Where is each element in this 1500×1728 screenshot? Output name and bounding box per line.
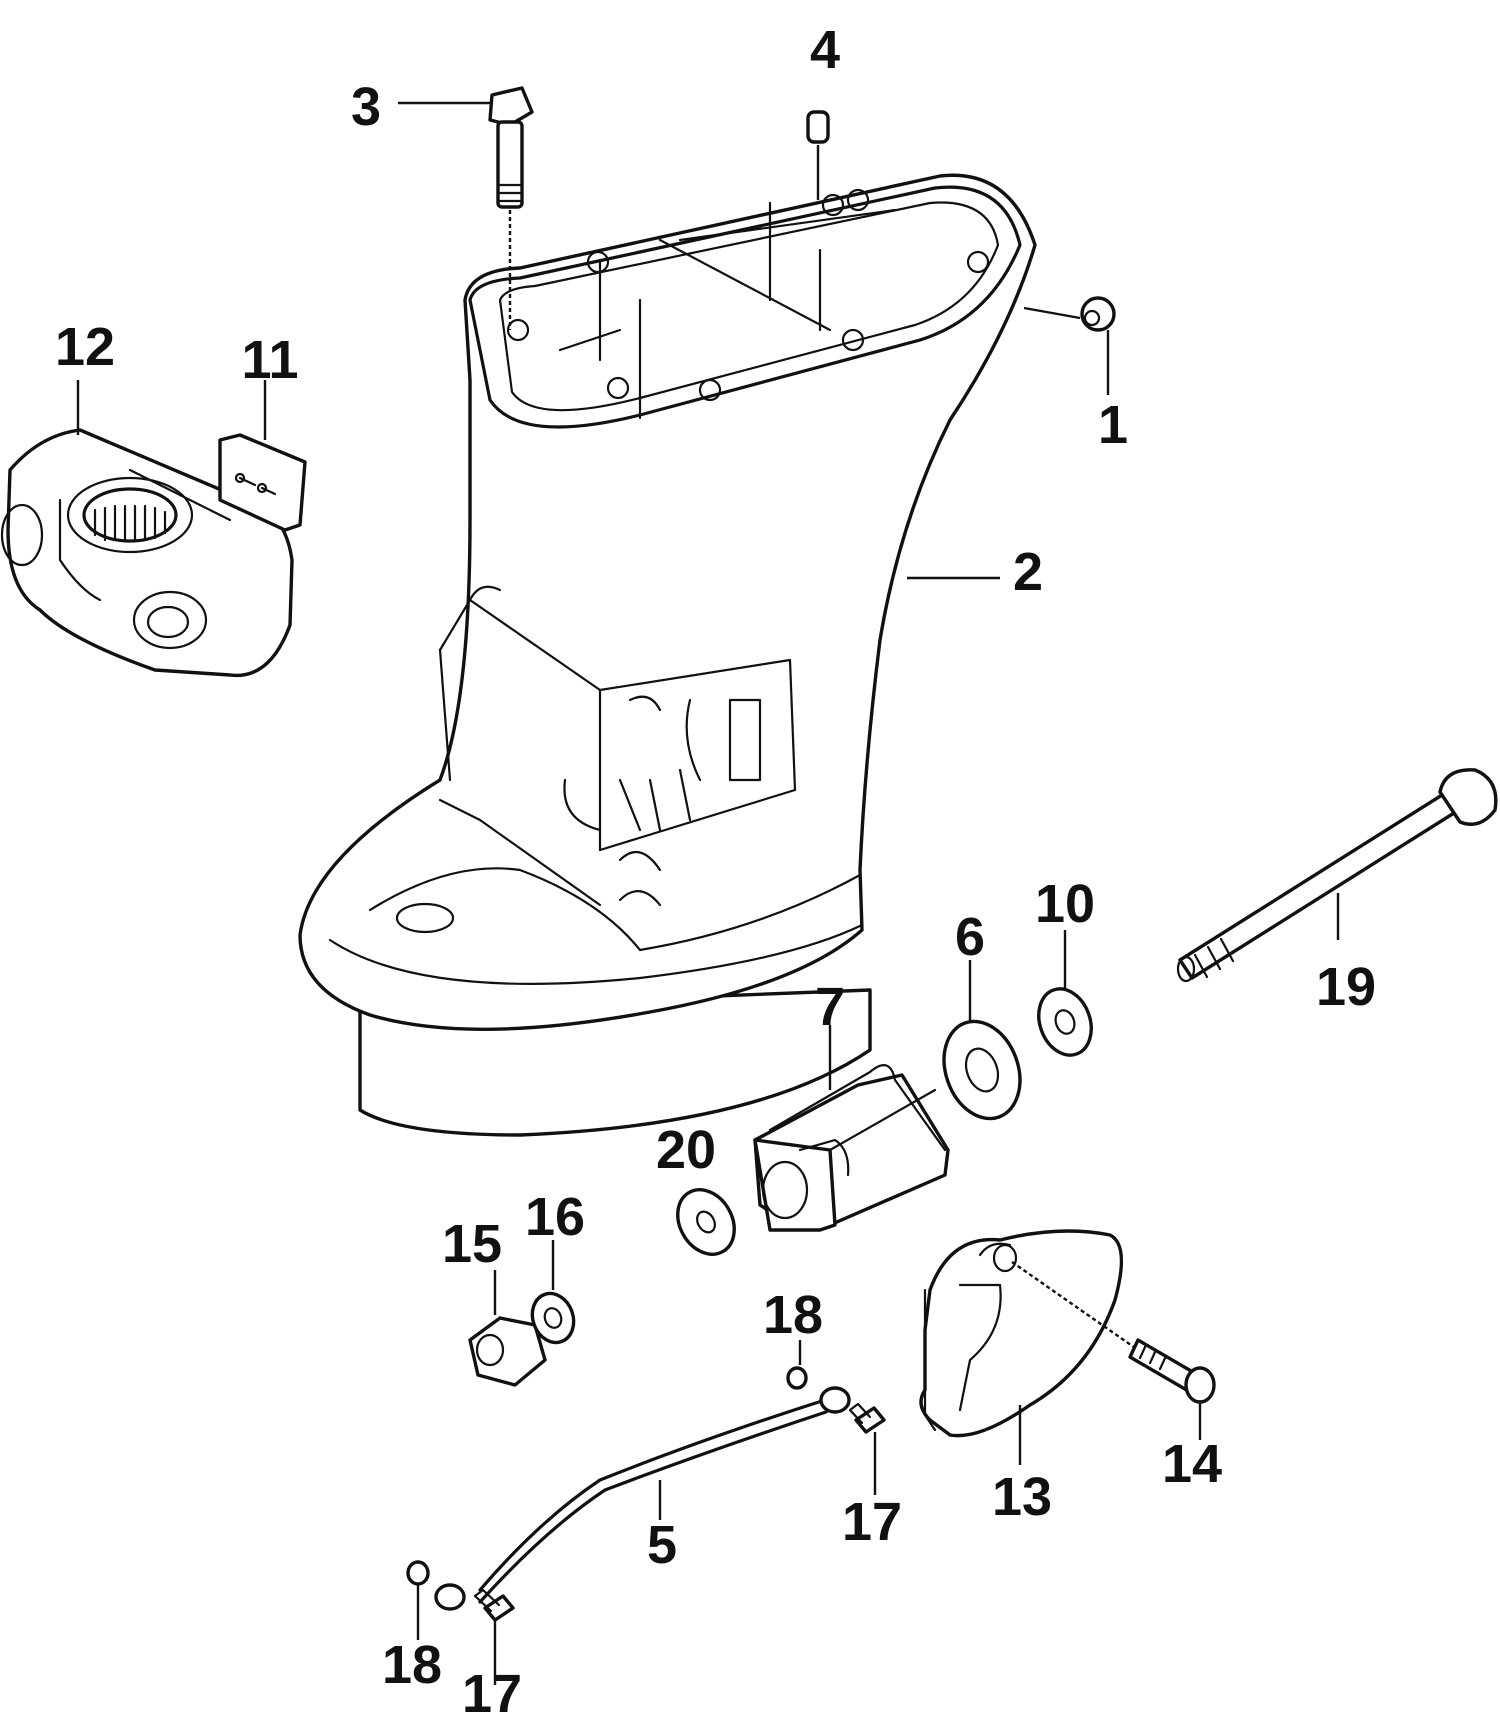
callout-15: 15 bbox=[442, 1214, 502, 1274]
callout-6: 6 bbox=[955, 907, 985, 967]
callout-5: 5 bbox=[647, 1515, 677, 1575]
part-18-washer-lower bbox=[406, 1560, 430, 1640]
callout-17-lower: 17 bbox=[462, 1664, 522, 1724]
part-3-bolt bbox=[488, 86, 534, 330]
callout-17-upper: 17 bbox=[842, 1492, 902, 1552]
callout-16: 16 bbox=[525, 1187, 585, 1247]
callout-3: 3 bbox=[351, 77, 381, 137]
part-1-grommet bbox=[1023, 296, 1116, 332]
callout-1: 1 bbox=[1098, 395, 1128, 455]
callout-18-lower: 18 bbox=[382, 1635, 442, 1695]
part-18-washer-upper bbox=[786, 1340, 808, 1390]
callout-2: 2 bbox=[1013, 542, 1043, 602]
part-7-mount-rubber bbox=[753, 1025, 950, 1232]
part-2-drive-shaft-housing bbox=[298, 173, 1037, 1137]
part-19-long-bolt bbox=[1176, 768, 1498, 983]
callout-7: 7 bbox=[815, 977, 845, 1037]
part-12-upper-mount-bracket bbox=[0, 380, 294, 678]
part-14-bolt bbox=[1011, 1261, 1216, 1440]
part-10-washer bbox=[1037, 930, 1093, 1057]
callout-20: 20 bbox=[656, 1120, 716, 1180]
part-11-pad bbox=[218, 380, 307, 532]
part-16-washer bbox=[530, 1240, 576, 1345]
part-4-dowel bbox=[806, 110, 830, 200]
callout-10: 10 bbox=[1035, 874, 1095, 934]
callout-19: 19 bbox=[1316, 957, 1376, 1017]
callout-14: 14 bbox=[1162, 1434, 1222, 1494]
part-20-washer bbox=[676, 1188, 736, 1256]
callout-13: 13 bbox=[992, 1467, 1052, 1527]
callout-12: 12 bbox=[55, 317, 115, 377]
part-6-washer bbox=[942, 960, 1022, 1121]
callout-18-upper: 18 bbox=[763, 1285, 823, 1345]
part-15-nut bbox=[468, 1270, 547, 1387]
part-5-ground-wire bbox=[434, 1386, 851, 1611]
callout-11: 11 bbox=[241, 330, 298, 390]
part-17-screw-lower bbox=[473, 1588, 515, 1685]
part-17-screw-upper bbox=[848, 1402, 886, 1495]
callout-4: 4 bbox=[810, 20, 840, 80]
part-13-cover bbox=[919, 1229, 1124, 1465]
